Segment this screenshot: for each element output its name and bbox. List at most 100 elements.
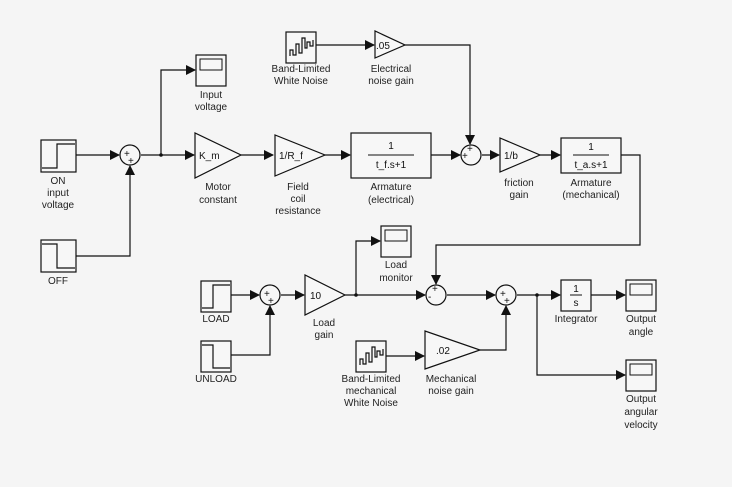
step-down-icon — [202, 344, 230, 369]
gain-label: friction — [504, 178, 533, 189]
wire-to-load-monitor[interactable] — [355, 236, 381, 295]
unload-step-block[interactable]: UNLOAD — [195, 340, 237, 385]
tf-denominator: t_f.s+1 — [376, 160, 407, 171]
load-monitor-scope[interactable]: Load monitor — [379, 225, 413, 284]
scope-label: angle — [629, 327, 654, 338]
sum-input[interactable]: + + — [119, 144, 141, 167]
mechanical-noise-gain[interactable]: .02 Mechanical noise gain — [424, 330, 482, 397]
gain-value: .02 — [436, 346, 450, 357]
armature-electrical-tf[interactable]: 1 t_f.s+1 Armature (electrical) — [350, 132, 432, 206]
noise-icon — [359, 346, 384, 365]
tf-label: Armature — [570, 178, 612, 189]
on-step-block[interactable]: ON input voltage — [40, 139, 77, 211]
gain-value: K_m — [199, 151, 220, 162]
input-voltage-scope[interactable]: Input voltage — [195, 54, 228, 113]
gain-label: Motor — [205, 182, 231, 193]
gain-label: resistance — [275, 206, 321, 217]
scope-label: Input — [200, 90, 222, 101]
sum-sign: + — [124, 149, 130, 160]
gain-label: gain — [315, 330, 334, 341]
sum-sign: + — [467, 144, 473, 155]
tf-label: (mechanical) — [562, 190, 619, 201]
scope-label: Output — [626, 394, 656, 405]
motor-constant-gain[interactable]: K_m Motor constant — [194, 132, 243, 206]
wire-unload-to-sum[interactable] — [231, 305, 275, 356]
gain-label: Field — [287, 182, 309, 193]
noise-icon — [289, 37, 314, 56]
gain-label: Mechanical — [426, 374, 477, 385]
tf-numerator: 1 — [573, 284, 579, 295]
sum-sign: + — [128, 156, 134, 167]
wire-to-velocity-scope[interactable] — [536, 295, 626, 380]
sum-sign: + — [500, 289, 506, 300]
scope-label: Load — [385, 260, 407, 271]
on-step-label: input — [47, 188, 69, 199]
scope-label: Output — [626, 314, 656, 325]
gain-label: Load — [313, 318, 335, 329]
unload-label: UNLOAD — [195, 374, 237, 385]
sum-sign: - — [428, 292, 431, 303]
off-step-label: OFF — [48, 276, 68, 287]
noise-label: Band-Limited — [342, 374, 401, 385]
output-angle-scope[interactable]: Output angle — [625, 279, 657, 338]
sum-torque[interactable]: + - — [425, 284, 447, 306]
signal-lines — [76, 40, 641, 380]
sum-load[interactable]: + + — [259, 284, 281, 307]
friction-gain[interactable]: 1/b friction gain — [499, 137, 542, 201]
sum-sign: + — [432, 284, 438, 295]
tf-denominator: s — [574, 298, 579, 309]
scope-label: angular — [624, 407, 658, 418]
electrical-noise-gain[interactable]: .05 Electrical noise gain — [368, 30, 414, 87]
wire-to-input-scope[interactable] — [160, 65, 196, 155]
sum-mechanical[interactable]: + + — [495, 284, 517, 307]
off-step-block[interactable]: OFF — [40, 239, 77, 287]
sum-electrical[interactable]: + + — [460, 144, 482, 166]
wire-mechgain-to-sum[interactable] — [480, 305, 511, 351]
scope-label: voltage — [195, 102, 228, 113]
scope-label: velocity — [624, 420, 657, 431]
armature-mechanical-tf[interactable]: 1 t_a.s+1 Armature (mechanical) — [560, 137, 622, 201]
tf-label: Armature — [370, 182, 412, 193]
noise-label: mechanical — [346, 386, 397, 397]
gain-label: Electrical — [371, 64, 412, 75]
sum-sign: + — [264, 289, 270, 300]
gain-label: noise gain — [428, 386, 474, 397]
output-velocity-scope[interactable]: Output angular velocity — [624, 359, 658, 431]
step-down-icon — [42, 243, 75, 269]
load-step-block[interactable]: LOAD — [200, 280, 232, 325]
tf-numerator: 1 — [388, 141, 394, 152]
gain-value: .05 — [376, 41, 390, 52]
step-up-icon — [42, 143, 75, 169]
integrator-label: Integrator — [555, 314, 598, 325]
branch-point — [354, 293, 358, 297]
sum-sign: + — [504, 296, 510, 307]
scope-icon — [629, 283, 653, 296]
scope-label: monitor — [379, 273, 413, 284]
branch-point — [535, 293, 539, 297]
gain-value: 1/b — [504, 151, 518, 162]
electrical-noise-block[interactable]: Band-Limited White Noise — [272, 31, 331, 87]
gain-label: gain — [510, 190, 529, 201]
scope-icon — [629, 363, 653, 376]
tf-label: (electrical) — [368, 195, 414, 206]
integrator-block[interactable]: 1 s Integrator — [555, 279, 598, 325]
tf-denominator: t_a.s+1 — [574, 160, 608, 171]
branch-point — [159, 153, 163, 157]
on-step-label: ON — [51, 176, 66, 187]
scope-icon — [384, 229, 408, 242]
load-gain[interactable]: 10 Load gain — [304, 274, 347, 341]
sum-sign: + — [462, 151, 468, 162]
scope-icon — [199, 58, 223, 71]
wire-noisegain-to-sum[interactable] — [405, 44, 475, 145]
sum-sign: + — [268, 296, 274, 307]
noise-label: White Noise — [344, 398, 398, 409]
mechanical-noise-block[interactable]: Band-Limited mechanical White Noise — [342, 340, 401, 409]
noise-label: White Noise — [274, 76, 328, 87]
wire-armature-feedback[interactable] — [431, 154, 641, 285]
field-coil-gain[interactable]: 1/R_f Field coil resistance — [274, 134, 327, 217]
tf-numerator: 1 — [588, 142, 594, 153]
wire-off-to-sum[interactable] — [76, 165, 135, 257]
on-step-label: voltage — [42, 200, 75, 211]
